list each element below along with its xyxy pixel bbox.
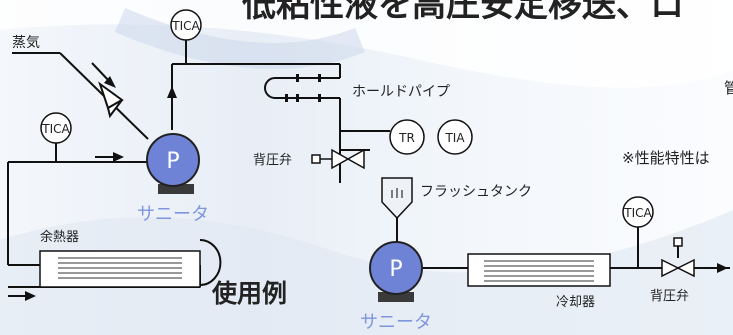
pump-2: P bbox=[369, 241, 423, 302]
pump-icon bbox=[146, 133, 200, 187]
pump-1: P bbox=[146, 133, 200, 194]
cooler-label: 冷却器 bbox=[556, 295, 595, 310]
heat-recovery-exchanger-icon bbox=[39, 250, 201, 288]
tia-label: TIA bbox=[444, 131, 465, 145]
tica-gauge-left-icon bbox=[40, 112, 72, 144]
arrow-right-icon bbox=[25, 291, 36, 301]
tica-label-top: TICA bbox=[171, 19, 200, 33]
tica-label-right: TICA bbox=[623, 206, 652, 220]
tia-gauge-icon bbox=[437, 119, 473, 155]
arrow-right-icon bbox=[113, 152, 124, 162]
hold-pipe-joints bbox=[285, 74, 321, 102]
back-pressure-valve-right-icon bbox=[661, 237, 695, 278]
tica-label-left: TICA bbox=[41, 122, 70, 136]
steam-label: 蒸気 bbox=[12, 35, 40, 51]
pump-2-letter: P bbox=[389, 257, 402, 282]
tica-gauge-right-icon bbox=[622, 196, 654, 228]
pump-icon bbox=[369, 241, 423, 295]
flow-arrows bbox=[8, 62, 728, 301]
cut-text-right: 管 bbox=[724, 79, 733, 97]
arrow-right-icon bbox=[717, 263, 728, 273]
tr-label: TR bbox=[398, 131, 415, 145]
pump-1-name: サニータ bbox=[137, 204, 209, 225]
tica-gauge-top-icon bbox=[170, 9, 202, 41]
back-pressure-valve-icon bbox=[311, 148, 365, 170]
back-pressure-valve-label: 背圧弁 bbox=[253, 153, 292, 168]
back-pressure-valve-right-label: 背圧弁 bbox=[650, 289, 689, 304]
pump-2-name: サニータ bbox=[360, 312, 432, 333]
tr-gauge-icon bbox=[389, 119, 425, 155]
flash-tank-icon bbox=[381, 177, 413, 220]
usage-example-label: 使用例 bbox=[211, 279, 287, 308]
steam-valve-icon bbox=[98, 81, 124, 119]
hold-pipe-label: ホールドパイプ bbox=[352, 84, 450, 100]
arrow-up-icon bbox=[167, 86, 177, 98]
heat-recovery-label: 余熱器 bbox=[40, 229, 79, 245]
cooler-exchanger-icon bbox=[467, 253, 611, 287]
performance-note: ※性能特性は bbox=[622, 149, 710, 167]
pump-1-letter: P bbox=[166, 149, 179, 174]
arrow-down-right-icon bbox=[104, 76, 116, 88]
flash-tank-label: フラッシュタンク bbox=[420, 184, 532, 200]
page-title: 低粘性液を高圧安定移送、ロ bbox=[242, 0, 684, 25]
